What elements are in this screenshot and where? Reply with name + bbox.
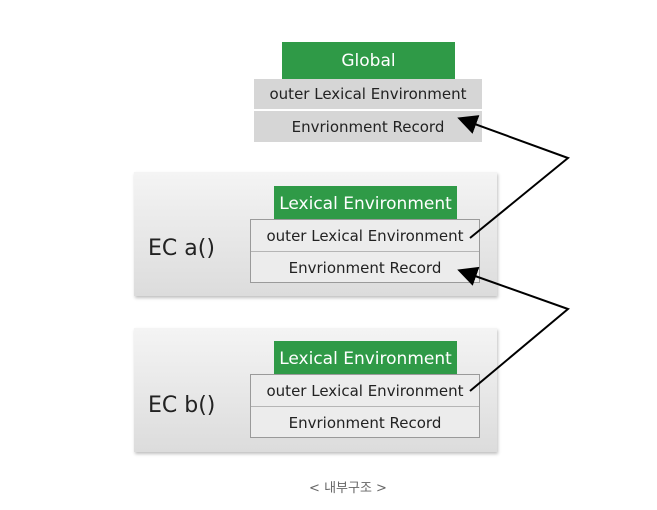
ec-b-outer-label: outer Lexical Environment <box>266 381 464 400</box>
ec-a-record-label: Envrionment Record <box>288 258 442 277</box>
global-record-row: Envrionment Record <box>254 111 482 142</box>
ec-a-label: EC a() <box>148 236 215 261</box>
ec-a-outer-label: outer Lexical Environment <box>266 226 464 245</box>
ec-b-lex-title: Lexical Environment <box>279 348 452 369</box>
ec-b-outer-row: outer Lexical Environment <box>251 375 479 407</box>
global-outer-row: outer Lexical Environment <box>254 79 482 109</box>
ec-b-lex-header: Lexical Environment <box>274 341 457 376</box>
global-outer-label: outer Lexical Environment <box>269 85 467 103</box>
global-record-label: Envrionment Record <box>291 117 445 136</box>
ec-b-record-label: Envrionment Record <box>288 413 442 432</box>
ec-a-lex-header: Lexical Environment <box>274 186 457 221</box>
caption: < 내부구조 > <box>309 481 387 496</box>
ec-a-outer-row: outer Lexical Environment <box>251 220 479 252</box>
ec-a-lex-box: outer Lexical Environment Envrionment Re… <box>250 219 480 283</box>
ec-b-label: EC b() <box>148 393 216 418</box>
global-title: Global <box>341 50 396 71</box>
ec-a-record-row: Envrionment Record <box>251 252 479 283</box>
arrow-ec-a-to-global <box>457 115 570 239</box>
global-header: Global <box>282 42 455 79</box>
ec-a-lex-title: Lexical Environment <box>279 193 452 214</box>
ec-b-lex-box: outer Lexical Environment Envrionment Re… <box>250 374 480 438</box>
arrow-ec-b-to-ec-a <box>457 266 570 392</box>
ec-b-record-row: Envrionment Record <box>251 407 479 438</box>
